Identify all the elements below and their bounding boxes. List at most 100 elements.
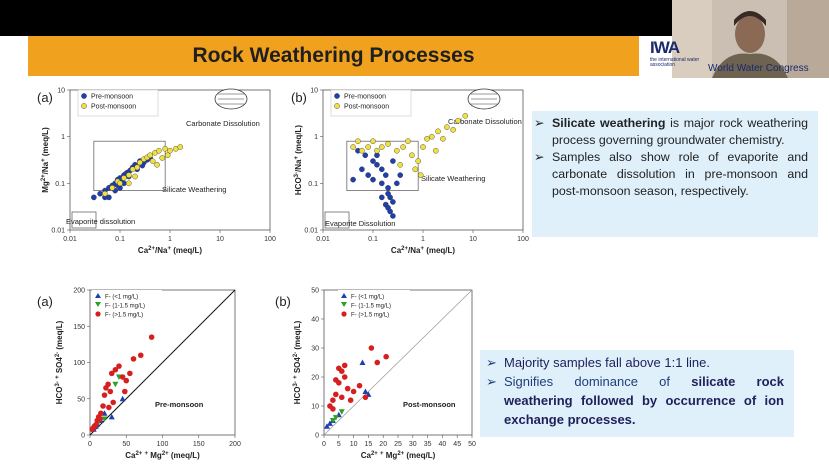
data-point — [394, 147, 400, 154]
title-band — [28, 36, 639, 76]
data-point — [109, 185, 116, 191]
panel-label-a-bottom: (a) — [37, 294, 53, 309]
chart-annotation: Post-monsoon — [403, 400, 456, 409]
data-point — [338, 409, 345, 415]
data-point — [379, 180, 385, 187]
data-point — [365, 144, 371, 150]
data-point — [330, 406, 336, 412]
y-axis-label: HCO3- + SO42- (meq/L) — [293, 320, 302, 404]
data-point — [387, 208, 393, 215]
data-point — [385, 141, 391, 147]
y-axis-label: HCO3- + SO42- (meq/L) — [55, 320, 64, 404]
x-tick-label: 0 — [322, 441, 326, 448]
data-point — [379, 166, 385, 173]
y-axis-label: Mg2+/Na+ (meq/L) — [41, 127, 50, 193]
data-point — [162, 145, 168, 152]
data-point — [347, 397, 354, 403]
legend-marker — [341, 311, 347, 317]
speaker-video-thumbnail[interactable] — [672, 0, 829, 78]
one-to-one-line — [323, 289, 473, 436]
data-point — [106, 404, 112, 411]
summary-bullet-1: ➢Silicate weathering is major rock weath… — [532, 115, 808, 149]
x-tick-label: 100 — [157, 441, 169, 448]
data-point — [350, 144, 356, 150]
x-tick-label: 0.1 — [115, 236, 125, 243]
data-point — [100, 403, 106, 409]
data-point — [177, 144, 184, 150]
data-point — [387, 194, 393, 201]
legend-label: Post-monsoon — [91, 104, 136, 111]
data-point — [159, 155, 166, 161]
iwa-logo-small-text: the international water association — [650, 57, 700, 68]
x-axis-label: Ca2+/Na+ (meq/L) — [391, 246, 455, 255]
data-point — [350, 176, 356, 183]
data-point — [122, 388, 128, 395]
panel-label-a-top: (a) — [37, 90, 53, 105]
data-point — [121, 175, 127, 181]
data-point — [390, 199, 396, 205]
data-point — [130, 356, 137, 362]
finding-bullet-2-text: Signifies dominance of — [504, 374, 692, 389]
legend-box — [338, 290, 410, 326]
bullet-arrow-icon: ➢ — [534, 150, 545, 164]
data-point — [379, 144, 385, 150]
data-point — [344, 385, 351, 392]
speaker-silhouette — [672, 0, 829, 78]
x-tick-label: 0.01 — [63, 236, 77, 243]
legend-box — [92, 290, 162, 326]
data-point — [417, 172, 424, 178]
data-point — [374, 147, 380, 154]
data-point — [350, 388, 357, 395]
x-axis-label: Ca2+ + Mg2+ (meq/L) — [361, 451, 436, 460]
data-point — [440, 136, 446, 142]
legend-marker — [95, 293, 101, 298]
data-point — [400, 144, 406, 150]
summary-bullet-1-bold: Silicate weathering — [552, 116, 666, 130]
data-point — [462, 112, 469, 119]
y-tick-label: 100 — [73, 360, 85, 367]
chart-annotation: Evaporite Dissolution — [325, 219, 395, 228]
chart-annotation: Silicate Weathering — [421, 174, 485, 183]
y-tick-label: 0.01 — [304, 228, 318, 235]
finding-bullet-1: ➢Majority samples fall above 1:1 line. — [484, 353, 784, 372]
data-point — [154, 161, 160, 168]
data-point — [108, 370, 115, 377]
y-tick-label: 0.01 — [51, 228, 65, 235]
x-tick-label: 50 — [122, 441, 130, 448]
bullet-arrow-icon: ➢ — [486, 374, 497, 389]
legend-label: Pre-monsoon — [344, 94, 386, 101]
slide-title: Rock Weathering Processes — [192, 44, 475, 67]
panel-label-b-bottom: (b) — [275, 294, 291, 309]
chart-annotation: Silicate Weathering — [162, 185, 226, 194]
data-point — [333, 377, 339, 383]
chart-annotation: Evaporite dissolution — [66, 217, 135, 226]
x-tick-label: 1 — [168, 236, 172, 243]
x-tick-label: 45 — [453, 441, 461, 448]
y-tick-label: 30 — [311, 346, 319, 353]
data-point — [385, 185, 391, 191]
y-tick-label: 150 — [73, 324, 85, 331]
silicate-weathering-region — [346, 140, 419, 191]
x-tick-label: 20 — [379, 441, 387, 448]
data-point — [341, 362, 348, 369]
x-tick-label: 0.01 — [316, 236, 330, 243]
data-point — [432, 147, 439, 154]
data-point — [338, 368, 345, 374]
data-point — [409, 152, 415, 159]
legend-label: F- (>1.5 mg/L) — [105, 313, 143, 319]
legend-marker — [95, 302, 101, 307]
data-point — [112, 381, 119, 388]
x-tick-label: 40 — [439, 441, 447, 448]
data-point — [359, 147, 365, 154]
data-point — [362, 388, 369, 394]
summary-bullet-2-text: Samples also show role of evaporite and … — [552, 150, 808, 198]
x-tick-label: 10 — [216, 236, 224, 243]
data-point — [107, 388, 114, 395]
data-point — [89, 426, 95, 432]
data-point — [362, 394, 369, 401]
data-point — [415, 158, 421, 164]
data-point — [123, 377, 130, 384]
data-point — [326, 420, 333, 426]
x-tick-label: 0 — [88, 441, 92, 448]
